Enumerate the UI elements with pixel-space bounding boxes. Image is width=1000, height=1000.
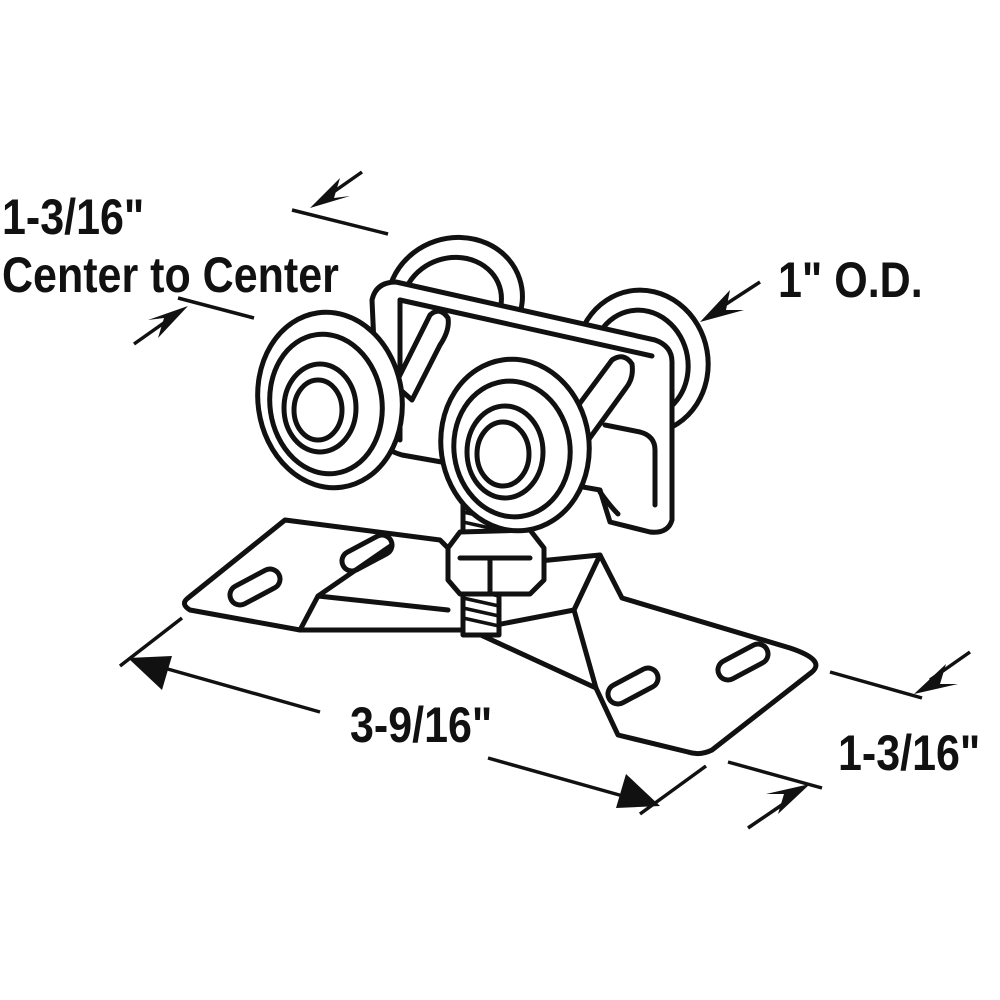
- mounting-slots: [227, 532, 771, 707]
- front-right-wheel: [438, 356, 592, 534]
- outer-diameter-dimension: [700, 280, 761, 322]
- plate-length-dimension: [118, 616, 708, 816]
- hex-nut: [445, 527, 547, 597]
- plate-width-dimension: [727, 650, 972, 830]
- wheel-diameter-label: 1" O.D.: [778, 252, 923, 308]
- plate-length-label: 3-9/16": [350, 697, 493, 753]
- front-left-wheel: [255, 309, 405, 491]
- plate-width-label: 1-3/16": [838, 725, 981, 781]
- center-spacing-value: 1-3/16": [2, 189, 145, 245]
- center-to-center-dimension: [132, 170, 389, 346]
- center-spacing-caption: Center to Center: [2, 247, 339, 303]
